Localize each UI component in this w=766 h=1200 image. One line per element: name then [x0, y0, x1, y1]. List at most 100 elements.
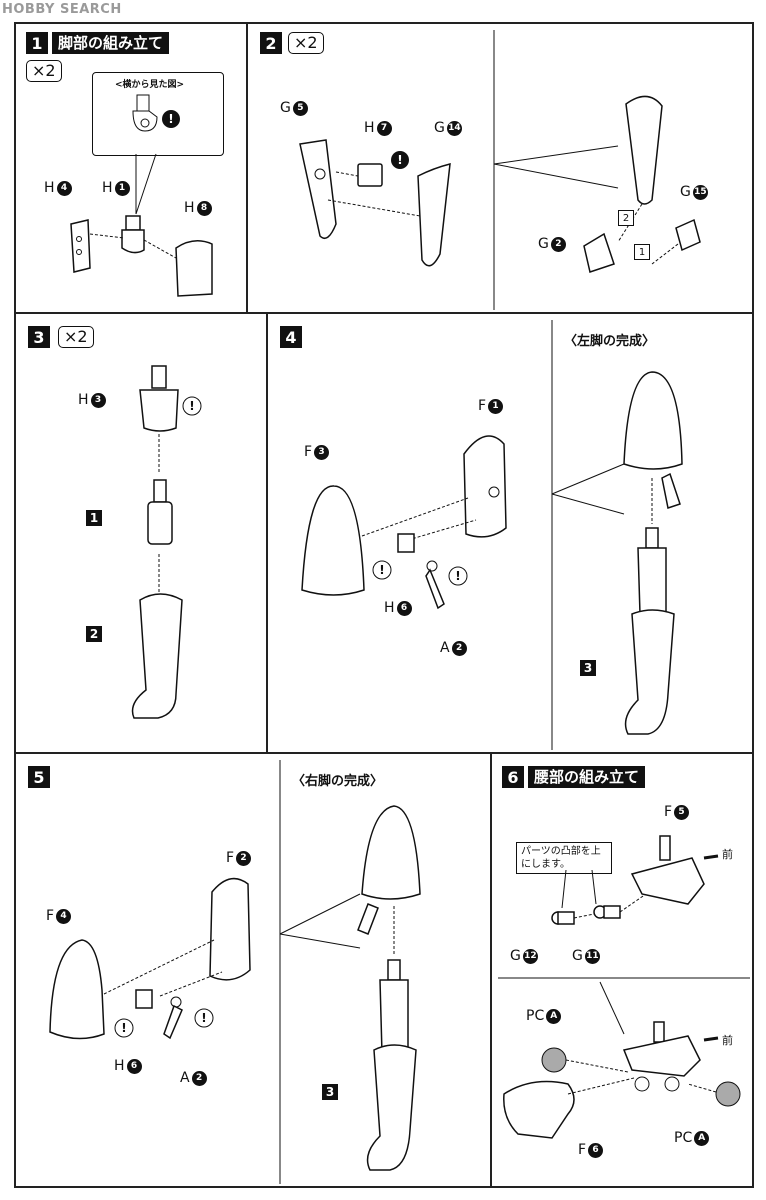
part-number: A: [694, 1130, 710, 1146]
part-letter: H: [184, 200, 195, 216]
part-number: 15: [692, 184, 708, 200]
part-letter: H: [102, 180, 113, 196]
part-number: 11: [584, 948, 600, 964]
step-3-number: 3: [28, 326, 50, 348]
step-2-drawing: !: [299, 30, 701, 310]
side-view-drawing: !: [132, 94, 180, 132]
step-6-number: 6: [502, 766, 524, 788]
part-letter: G: [280, 100, 291, 116]
sub-ref-number: 3: [580, 660, 596, 676]
step-1-drawing: [70, 153, 213, 297]
step-6-drawing: [498, 835, 750, 1139]
sub-ref-3: 3: [322, 1084, 338, 1100]
part-letter: A: [180, 1070, 190, 1086]
part-letter: PC: [526, 1008, 545, 1024]
part-number: 6: [588, 1142, 604, 1158]
part-number: 8: [196, 200, 212, 216]
side-view-callout: <横から見た図> !: [92, 72, 224, 156]
part-letter: F: [664, 804, 673, 820]
part-letter: H: [384, 600, 395, 616]
step-1-multiplier: ×2: [26, 60, 62, 82]
part-number: 3: [314, 444, 330, 460]
part-number: 1: [114, 180, 130, 196]
sub-ref-number: 1: [86, 510, 102, 526]
svg-text:!: !: [189, 399, 194, 413]
step-4-drawing: ! !: [301, 320, 683, 750]
front-label-lower: 前: [722, 1034, 733, 1047]
part-number: 2: [550, 236, 566, 252]
side-view-title: <横から見た図>: [115, 80, 185, 90]
part-letter: G: [572, 948, 583, 964]
sub-ref-number: 2: [86, 626, 102, 642]
step-6-title: 腰部の組み立て: [528, 766, 646, 788]
step-5-drawing: ! !: [49, 760, 421, 1184]
part-letter: F: [578, 1142, 587, 1158]
step-3-drawing: !: [131, 365, 202, 719]
step-5-result-title: 〈右脚の完成〉: [292, 774, 384, 789]
step-4-number: 4: [280, 326, 302, 348]
part-letter: F: [226, 850, 235, 866]
part-number: 14: [446, 120, 462, 136]
part-letter: H: [44, 180, 55, 196]
svg-text:!: !: [397, 153, 402, 167]
svg-text:!: !: [168, 112, 173, 126]
step-1-number: 1: [26, 32, 48, 54]
step-4-result-title: 〈左脚の完成〉: [564, 334, 656, 349]
svg-text:!: !: [121, 1021, 126, 1035]
order-mark-1: 1: [634, 244, 650, 260]
front-label: 前: [722, 848, 733, 861]
sub-ref-number: 3: [322, 1084, 338, 1100]
part-letter: H: [78, 392, 89, 408]
part-letter: F: [478, 398, 487, 414]
svg-text:!: !: [379, 563, 384, 577]
part-number: 2: [236, 850, 252, 866]
part-number: 3: [90, 392, 106, 408]
part-number: 6: [396, 600, 412, 616]
svg-text:!: !: [201, 1011, 206, 1025]
part-number: A: [546, 1008, 562, 1024]
part-letter: G: [538, 236, 549, 252]
part-number: 1: [488, 398, 504, 414]
part-letter: H: [364, 120, 375, 136]
part-number: 2: [451, 640, 467, 656]
part-number: 4: [56, 180, 72, 196]
part-number: 2: [191, 1070, 207, 1086]
part-number: 5: [292, 100, 308, 116]
sub-ref-1: 1: [86, 510, 102, 526]
part-number: 12: [522, 948, 538, 964]
part-letter: F: [304, 444, 313, 460]
part-letter: G: [680, 184, 691, 200]
part-letter: H: [114, 1058, 125, 1074]
step-2-multiplier: ×2: [288, 32, 324, 54]
svg-text:!: !: [455, 569, 460, 583]
order-mark-2: 2: [618, 210, 634, 226]
part-letter: A: [440, 640, 450, 656]
step-1-title: 脚部の組み立て: [52, 32, 170, 54]
sub-ref-2: 2: [86, 626, 102, 642]
step-3-multiplier: ×2: [58, 326, 94, 348]
sub-ref-3: 3: [580, 660, 596, 676]
